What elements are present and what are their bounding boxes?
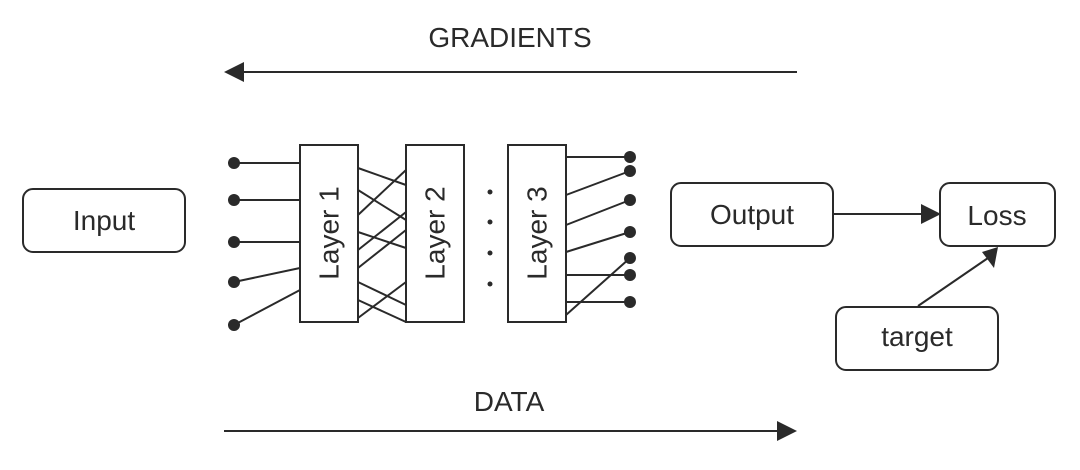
loss-label: Loss: [967, 200, 1026, 231]
layer-3-label: Layer 3: [522, 186, 553, 279]
ellipsis-dots: [487, 189, 493, 287]
output-to-loss-arrowhead: [921, 204, 941, 224]
output-node: [624, 151, 636, 163]
data-label: DATA: [474, 386, 545, 417]
input-node: [228, 319, 240, 331]
layer3-output-connections: [565, 151, 636, 316]
layer-2-label: Layer 2: [420, 186, 451, 279]
target-to-loss-arrowhead: [982, 247, 998, 268]
layer-1-box: [299, 144, 359, 323]
input-label: Input: [73, 205, 135, 236]
gradients-arrowhead: [224, 62, 244, 82]
target-box: [835, 306, 999, 371]
output-node: [624, 165, 636, 177]
layer-1-label: Layer 1: [314, 186, 345, 279]
layer-3-box: [507, 144, 567, 323]
output-node: [624, 252, 636, 264]
loss-box: [939, 182, 1056, 247]
target-label: target: [881, 321, 953, 352]
input-node: [228, 236, 240, 248]
input-node: [228, 194, 240, 206]
layer-2-box: [405, 144, 465, 323]
output-node: [624, 194, 636, 206]
gradients-label: GRADIENTS: [428, 22, 591, 53]
output-node: [624, 226, 636, 238]
layer1-layer2-connections: [357, 167, 407, 323]
output-node: [624, 269, 636, 281]
input-node: [228, 157, 240, 169]
output-label: Output: [710, 199, 794, 230]
input-node: [228, 276, 240, 288]
output-node: [624, 296, 636, 308]
target-to-loss-arrow: [917, 257, 989, 307]
input-box: [22, 188, 186, 253]
data-arrowhead: [777, 421, 797, 441]
layer1-input-connections: [228, 157, 301, 331]
